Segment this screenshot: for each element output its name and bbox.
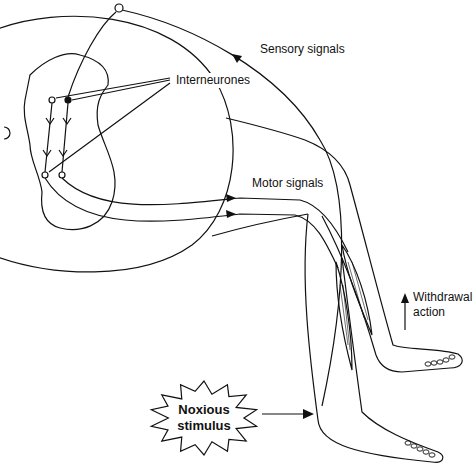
withdrawal-arrowhead — [401, 293, 409, 303]
signal-label: Motor signals — [250, 176, 325, 191]
muscle — [336, 245, 372, 370]
sensory-arrowhead — [232, 54, 242, 63]
part-label: Interneurones — [174, 73, 252, 88]
neurone-body — [59, 172, 65, 178]
muscle-fibres — [340, 262, 368, 350]
toe — [429, 453, 435, 457]
toe — [443, 358, 449, 362]
toe — [405, 441, 411, 445]
withdrawal-arrow — [404, 302, 405, 330]
neurone-body — [65, 97, 71, 103]
toes — [405, 355, 455, 457]
stimulus-arrow — [262, 413, 304, 414]
toe — [423, 450, 429, 454]
signal-label: Sensory signals — [258, 42, 347, 57]
starburst-shape — [151, 381, 256, 455]
neurone-body — [42, 172, 48, 178]
planted-leg-outline — [305, 214, 443, 462]
stimulus-text: Noxious stimulus — [177, 402, 230, 433]
action-label: Withdrawal action — [411, 290, 474, 320]
sensory-nerve — [68, 10, 342, 406]
raised-leg-outline — [305, 140, 462, 372]
motor-arrowhead — [226, 194, 236, 218]
toe — [417, 447, 423, 451]
central-canal — [4, 127, 10, 139]
toe — [431, 361, 437, 365]
motor-nerve — [45, 178, 338, 268]
stimulus-arrowhead — [303, 409, 314, 419]
neurone-body — [49, 97, 55, 103]
toe — [411, 444, 417, 448]
toe — [437, 360, 443, 364]
spinal-cord-outline — [0, 16, 233, 272]
toe — [425, 362, 431, 366]
synapse-mark — [43, 118, 71, 156]
leader-line — [49, 78, 170, 172]
dorsal-root-ganglion — [115, 4, 123, 12]
stimulus-burst: Noxious stimulus — [149, 380, 259, 456]
toe — [449, 355, 455, 359]
interneurone — [45, 103, 52, 172]
